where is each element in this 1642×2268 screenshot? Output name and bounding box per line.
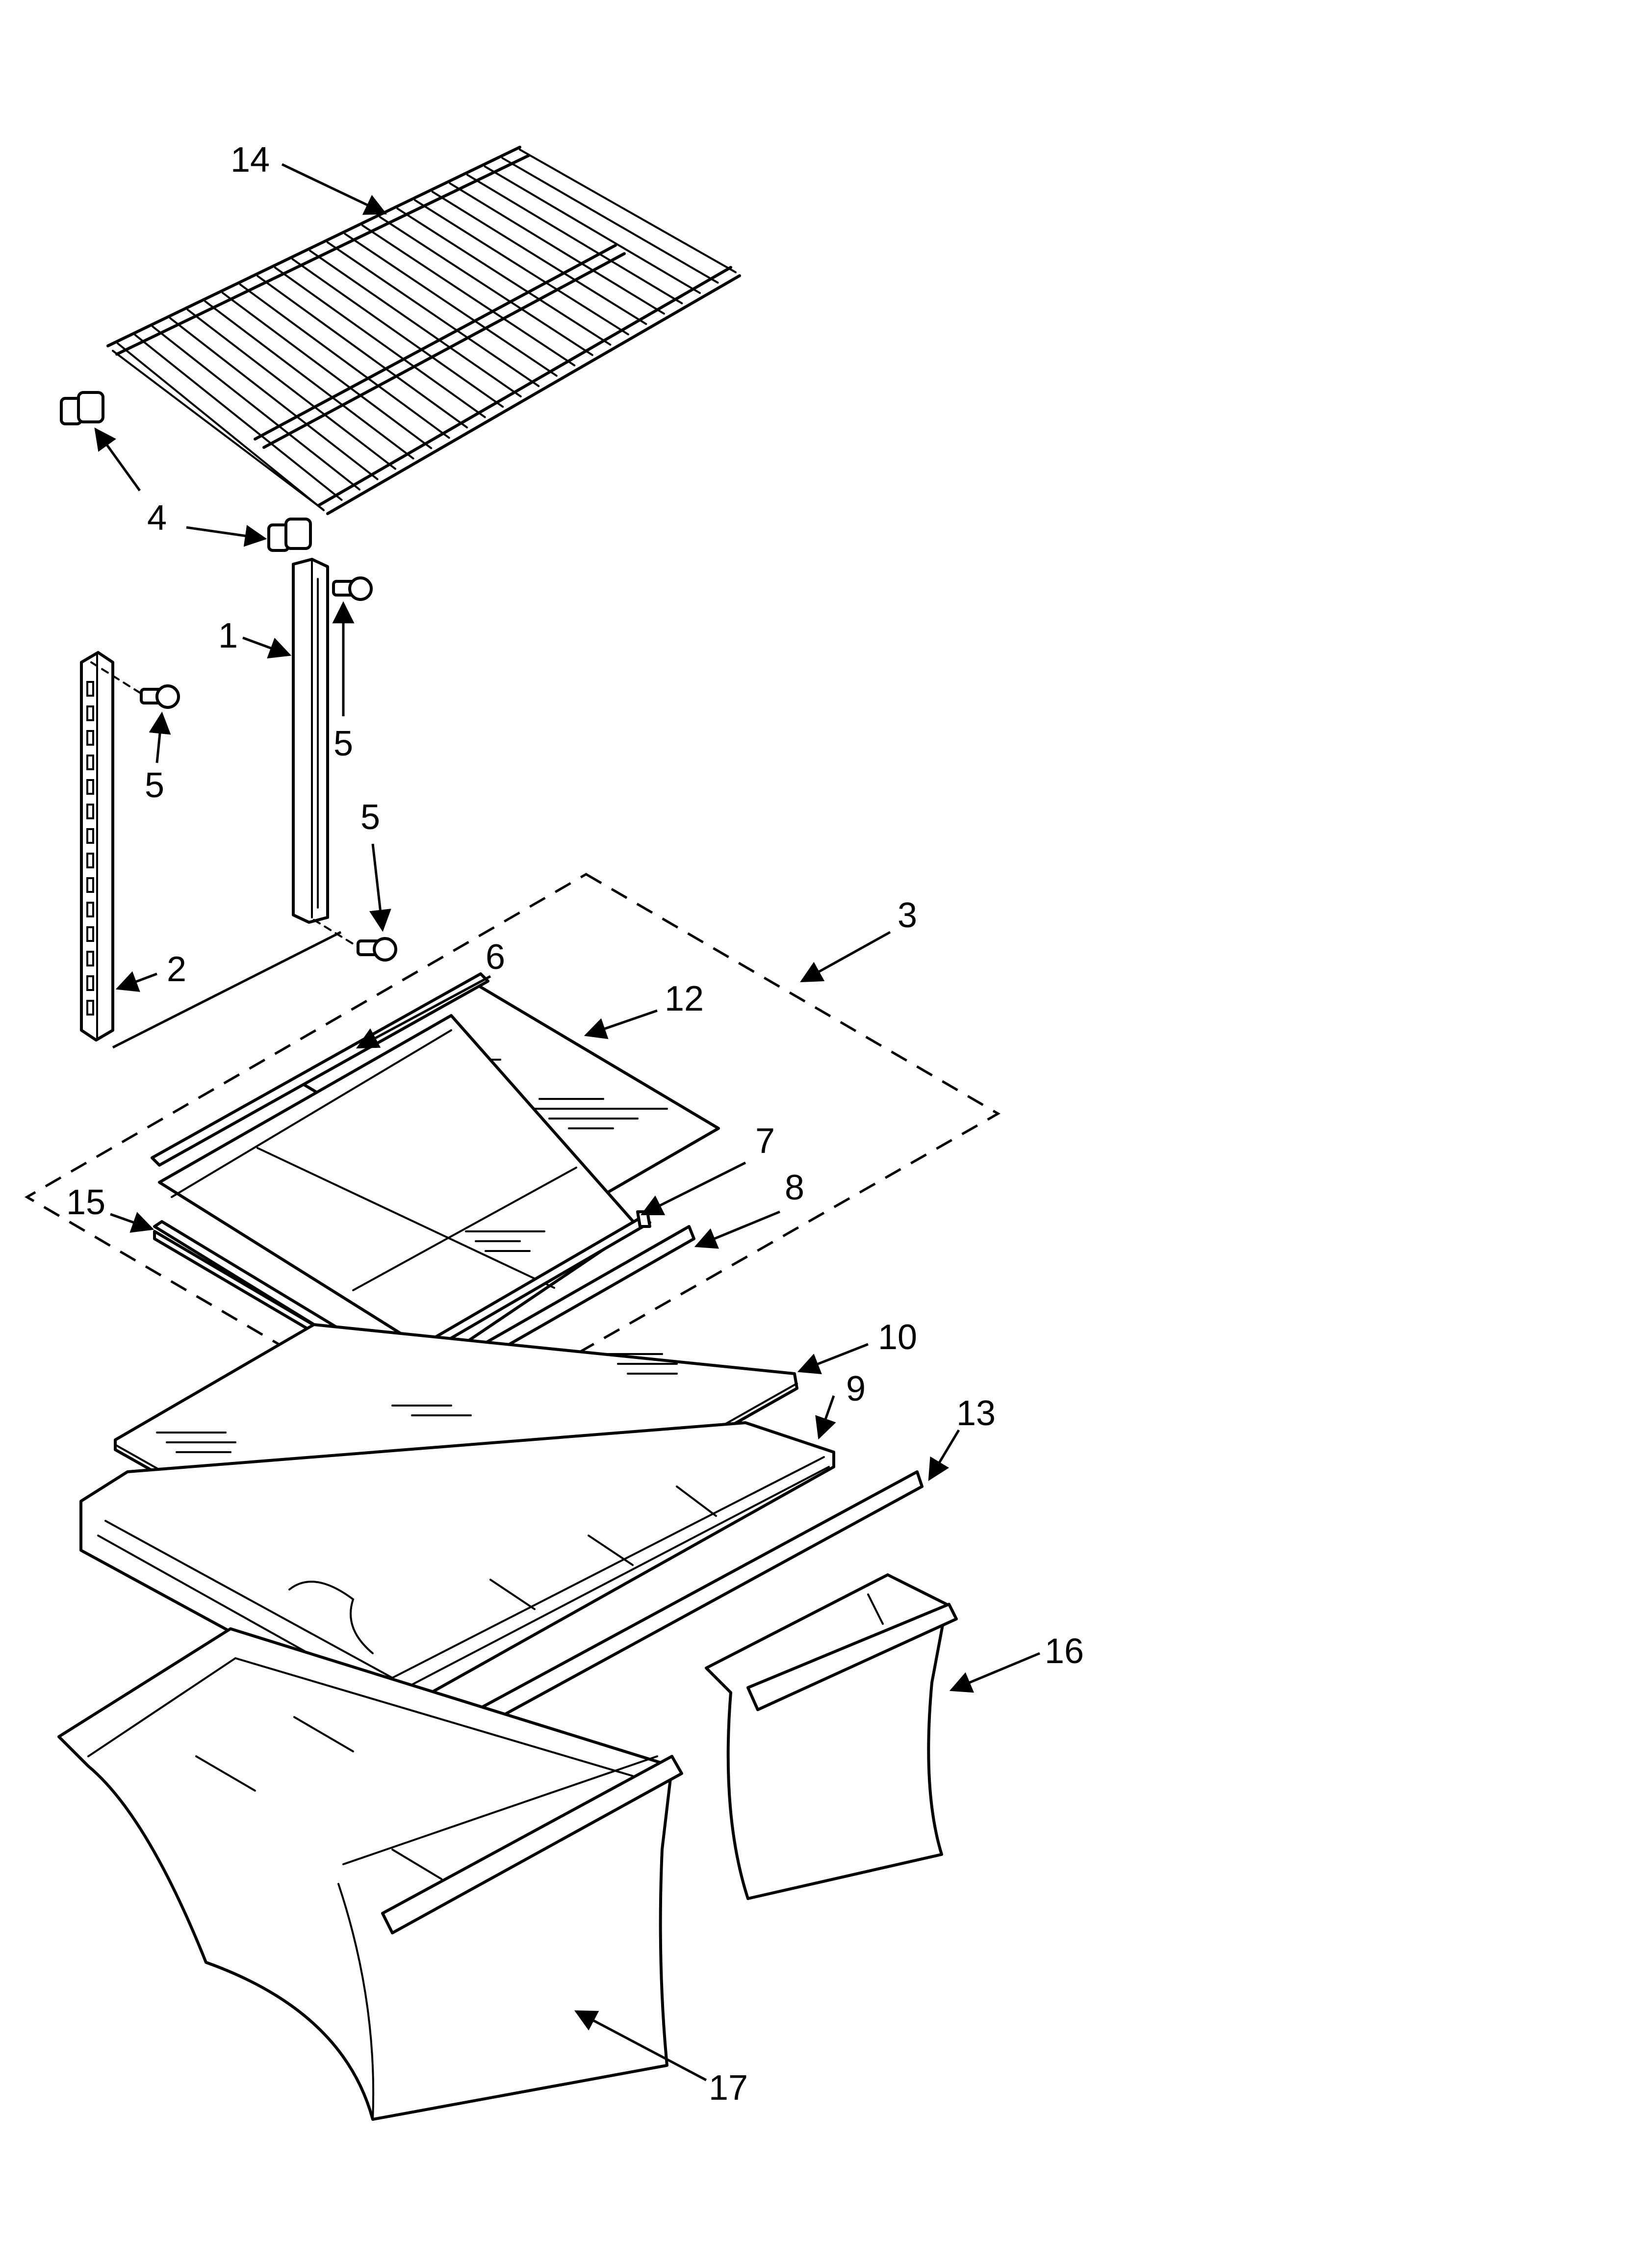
rail-slot <box>86 828 94 844</box>
callout-4: 4 <box>147 498 167 538</box>
screw-3 <box>357 937 397 962</box>
shelf-wire <box>169 317 379 480</box>
callout-8: 8 <box>785 1168 804 1207</box>
shelf-wires <box>117 149 737 511</box>
shelf-wire <box>186 309 397 470</box>
shelf-wire <box>257 275 468 429</box>
crisper-drawer-left <box>57 1627 683 2121</box>
callout-17: 17 <box>709 2068 748 2108</box>
shelf-rail-center <box>292 558 329 924</box>
shelf-wire <box>431 190 647 325</box>
callout-7: 7 <box>755 1121 775 1161</box>
screw-1 <box>332 576 373 601</box>
shelf-wire <box>274 266 486 418</box>
shelf-wire <box>291 258 504 408</box>
screw-2 <box>140 684 180 709</box>
shelf-wire <box>414 199 629 336</box>
shelf-support-left <box>60 391 104 425</box>
callout-12: 12 <box>665 979 704 1018</box>
shelf-wire <box>466 174 683 305</box>
rail-slot <box>86 705 94 721</box>
rail-slot <box>86 1000 94 1016</box>
shelf-frame <box>158 1014 639 1360</box>
shelf-wire <box>204 300 414 460</box>
rail-slot <box>86 730 94 746</box>
callout-14: 14 <box>231 140 270 180</box>
rail-slot <box>86 681 94 697</box>
shelf-wire <box>361 224 576 366</box>
callout-1: 1 <box>218 616 238 655</box>
callout-9: 9 <box>846 1369 866 1408</box>
shelf-support-right <box>267 518 312 552</box>
rail-slots <box>86 681 94 1016</box>
callout-5c: 5 <box>360 798 380 837</box>
leader-lines <box>94 163 1040 2082</box>
rail-slot <box>86 877 94 893</box>
callout-5b: 5 <box>145 766 164 805</box>
rail-slot <box>86 755 94 770</box>
shelf-wire <box>344 233 558 377</box>
shelf-wire <box>379 216 593 356</box>
crisper-drawer-right <box>705 1573 958 1900</box>
callout-13: 13 <box>956 1394 996 1433</box>
rail-slot <box>86 853 94 868</box>
shelf-rail-left <box>80 651 114 1042</box>
wire-shelf <box>106 146 741 515</box>
callout-16: 16 <box>1045 1632 1084 1671</box>
rail-slot <box>86 902 94 917</box>
shelf-wire <box>326 241 540 387</box>
rail-slot <box>86 951 94 966</box>
shelf-wire <box>117 342 325 511</box>
shelf-wire <box>152 325 361 491</box>
rail-slot <box>86 975 94 991</box>
callout-labels: 14 4 1 5 5 5 2 3 6 12 7 8 15 10 9 13 16 … <box>66 140 1084 2108</box>
rail-slot <box>86 804 94 819</box>
callout-15: 15 <box>66 1183 105 1222</box>
shelf-wire <box>501 157 719 284</box>
callout-5a: 5 <box>334 724 353 763</box>
shelf-wire <box>449 182 665 315</box>
callout-3: 3 <box>898 896 917 935</box>
shelf-wire <box>519 149 737 273</box>
rail-slot <box>86 779 94 795</box>
shelf-wire <box>134 334 343 501</box>
callout-10: 10 <box>878 1318 917 1357</box>
shelf-wire <box>484 165 701 294</box>
rail-slot <box>86 926 94 942</box>
callout-2: 2 <box>167 950 186 989</box>
callout-6: 6 <box>486 938 505 977</box>
shelf-wire <box>239 283 450 439</box>
shelf-wire <box>396 208 612 346</box>
shelf-wire <box>309 250 522 398</box>
shelf-wire <box>221 291 433 449</box>
